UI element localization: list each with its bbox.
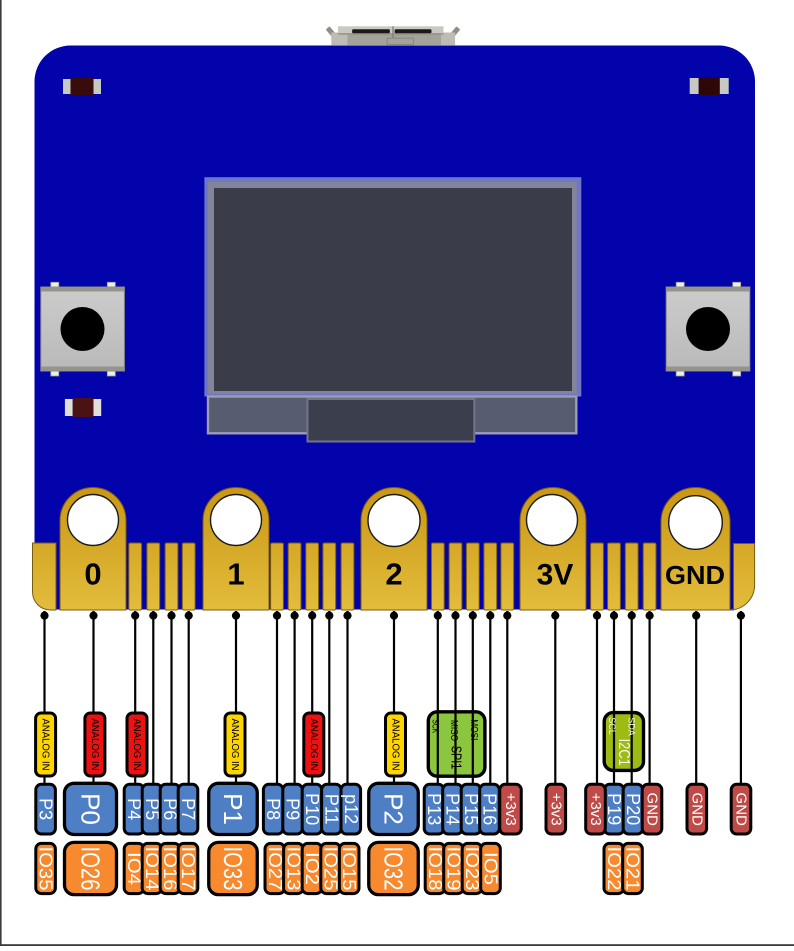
svg-text:ANALOG IN: ANALOG IN bbox=[390, 719, 402, 771]
svg-text:IO17: IO17 bbox=[178, 847, 198, 891]
svg-text:ANALOG IN: ANALOG IN bbox=[229, 719, 241, 771]
svg-text:P9: P9 bbox=[283, 798, 303, 820]
svg-text:p12: p12 bbox=[341, 794, 361, 824]
svg-text:P16: P16 bbox=[480, 793, 500, 825]
svg-text:SCK: SCK bbox=[430, 719, 441, 733]
svg-text:P4: P4 bbox=[124, 798, 144, 820]
svg-text:IO27: IO27 bbox=[265, 847, 285, 891]
svg-text:P2: P2 bbox=[379, 793, 409, 825]
svg-text:P8: P8 bbox=[263, 798, 283, 820]
svg-text:2: 2 bbox=[385, 556, 402, 591]
svg-text:P10: P10 bbox=[302, 793, 322, 825]
svg-text:MISO: MISO bbox=[448, 720, 460, 741]
svg-text:P11: P11 bbox=[321, 794, 341, 825]
svg-text:P0: P0 bbox=[76, 793, 106, 825]
svg-text:P14: P14 bbox=[443, 793, 463, 825]
svg-text:IO33: IO33 bbox=[218, 847, 248, 891]
svg-text:IO18: IO18 bbox=[425, 847, 445, 891]
svg-text:GND: GND bbox=[665, 560, 725, 590]
svg-text:3V: 3V bbox=[537, 558, 574, 591]
svg-text:P3: P3 bbox=[36, 798, 56, 820]
svg-text:P13: P13 bbox=[424, 793, 444, 825]
svg-text:+3v3: +3v3 bbox=[587, 793, 604, 826]
svg-text:ANALOG IN: ANALOG IN bbox=[89, 719, 101, 771]
svg-text:IO26: IO26 bbox=[76, 847, 106, 891]
svg-text:+3v3: +3v3 bbox=[547, 793, 564, 826]
svg-text:IO23: IO23 bbox=[462, 847, 482, 891]
svg-text:GND: GND bbox=[688, 793, 705, 827]
svg-text:P7: P7 bbox=[178, 798, 198, 820]
svg-text:+3v3: +3v3 bbox=[502, 793, 519, 826]
svg-text:IO22: IO22 bbox=[604, 847, 624, 891]
svg-text:P6: P6 bbox=[160, 798, 180, 820]
svg-text:IO4: IO4 bbox=[124, 852, 144, 885]
svg-text:1: 1 bbox=[227, 556, 244, 591]
svg-text:P20: P20 bbox=[623, 793, 643, 825]
svg-text:ANALOG IN: ANALOG IN bbox=[131, 719, 143, 771]
svg-text:SDA: SDA bbox=[626, 717, 636, 736]
svg-text:IO5: IO5 bbox=[481, 852, 501, 885]
svg-text:MOSI: MOSI bbox=[468, 719, 480, 740]
svg-text:ANALOG IN: ANALOG IN bbox=[40, 719, 52, 771]
svg-text:IO14: IO14 bbox=[142, 847, 162, 891]
svg-text:P5: P5 bbox=[142, 798, 162, 820]
svg-text:IO19: IO19 bbox=[444, 847, 464, 891]
svg-text:SCL: SCL bbox=[607, 717, 617, 735]
svg-text:ANALOG IN: ANALOG IN bbox=[308, 719, 320, 771]
svg-text:IO32: IO32 bbox=[379, 847, 409, 891]
svg-text:IO16: IO16 bbox=[160, 847, 180, 891]
svg-text:I2C1: I2C1 bbox=[615, 739, 632, 766]
svg-text:IO2: IO2 bbox=[302, 852, 322, 885]
svg-text:P1: P1 bbox=[218, 793, 248, 825]
svg-text:0: 0 bbox=[84, 556, 101, 591]
svg-text:IO15: IO15 bbox=[339, 847, 359, 891]
svg-text:GND: GND bbox=[644, 793, 661, 827]
svg-text:GND: GND bbox=[733, 793, 750, 827]
svg-text:IO35: IO35 bbox=[36, 847, 56, 891]
svg-text:IO25: IO25 bbox=[321, 847, 341, 891]
svg-text:IO13: IO13 bbox=[283, 847, 303, 891]
svg-text:P15: P15 bbox=[461, 793, 481, 825]
svg-text:IO21: IO21 bbox=[623, 847, 643, 891]
svg-text:P19: P19 bbox=[604, 793, 624, 825]
svg-text:SPI1: SPI1 bbox=[448, 746, 465, 770]
